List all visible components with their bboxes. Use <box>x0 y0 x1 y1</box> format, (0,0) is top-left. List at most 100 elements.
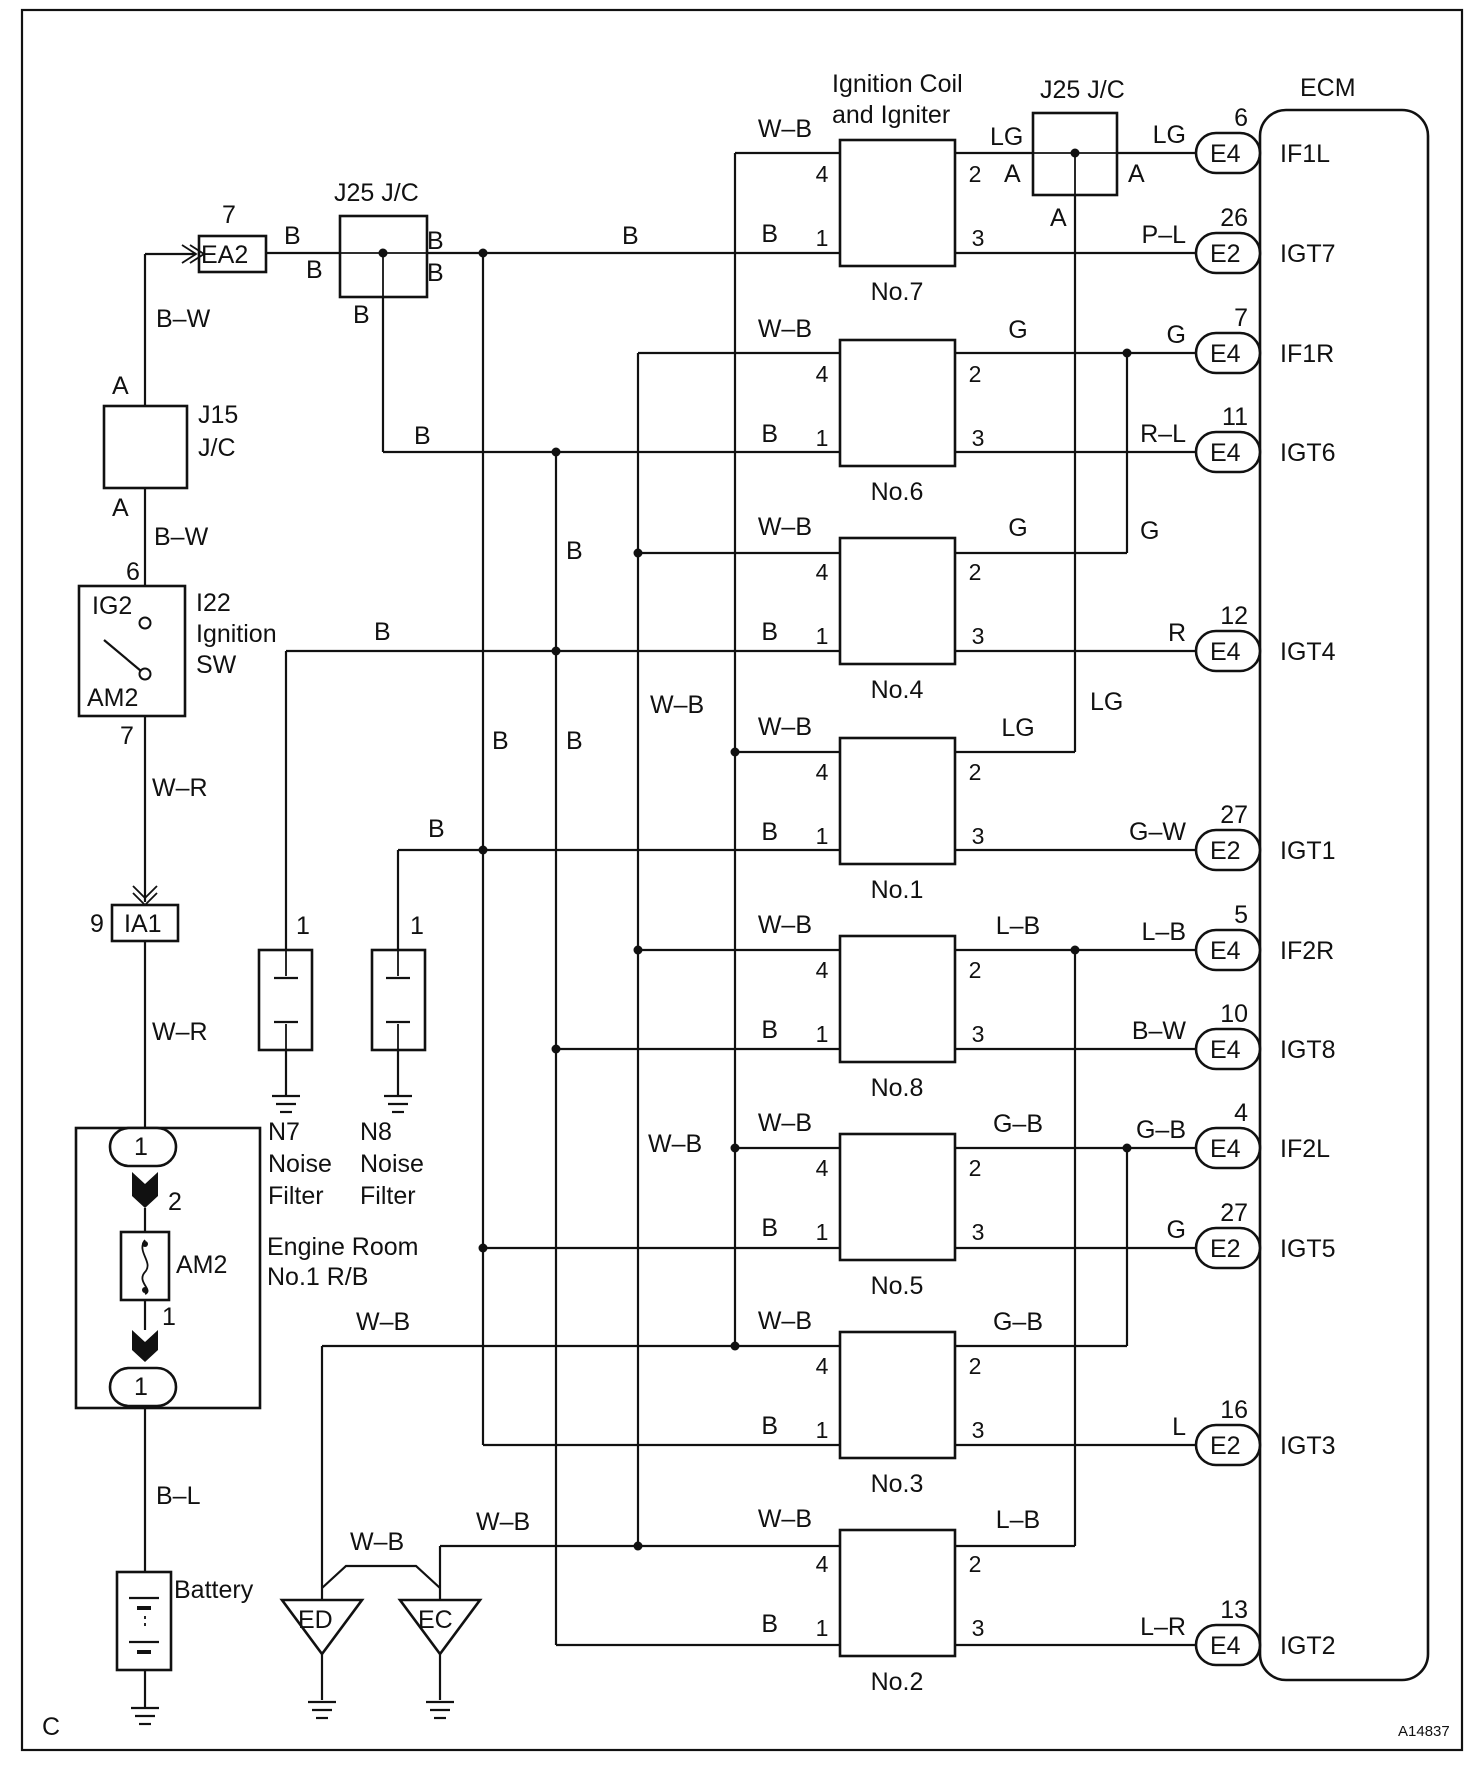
rb-fuse-label: AM2 <box>176 1251 227 1279</box>
ea2-connector: EA2 7 <box>145 201 268 274</box>
j25-top-pin-a-left: A <box>1004 160 1021 188</box>
j25-junction-left: J25 J/C B B B B <box>306 179 444 329</box>
coil-wire-1: B <box>761 1214 778 1242</box>
ecm-pin-name: IGT7 <box>1280 240 1336 268</box>
wire-wr-lower: W–R <box>152 1018 208 1046</box>
ecm-wire-color: P–L <box>1142 221 1187 249</box>
coil-pin-3: 3 <box>972 1417 985 1443</box>
ecm-pin-number: 4 <box>1234 1099 1248 1127</box>
rb-name-1: Engine Room <box>267 1233 418 1261</box>
coil-pin-4: 4 <box>816 957 829 983</box>
coil-pin-1: 1 <box>816 1021 829 1047</box>
noise-filter-n7: 1 N7 Noise Filter <box>257 912 332 1210</box>
ecm-wire-color: L <box>1172 1413 1186 1441</box>
wire-bw-lower: B–W <box>154 523 209 551</box>
ignition-switch-ig2: IG2 <box>92 592 132 620</box>
battery <box>115 1570 173 1672</box>
ignition-switch-am2: AM2 <box>87 684 138 712</box>
wire-labels: B–W B–W W–R W–R B–L B B B B B B B B W–B … <box>152 123 1159 1556</box>
coil-wire-4: W–B <box>758 1505 812 1533</box>
ecm-connector-id: E2 <box>1210 1235 1241 1263</box>
wire-b-trunk-3: B <box>566 727 583 755</box>
wire-b-j25-bottom: B <box>414 422 431 450</box>
ecm-pin-name: IGT2 <box>1280 1632 1336 1660</box>
ground-ec-label: EC <box>418 1606 453 1634</box>
ecm-pin-number: 16 <box>1220 1396 1248 1424</box>
rb-name-2: No.1 R/B <box>267 1263 368 1291</box>
n7-pin: 1 <box>296 912 310 940</box>
coil-pin-3: 3 <box>972 425 985 451</box>
ecm-connector-id: E4 <box>1210 937 1241 965</box>
coil-pin-2: 2 <box>969 759 982 785</box>
coil-wire-4: W–B <box>758 513 812 541</box>
rb-num-2: 2 <box>168 1188 182 1216</box>
rb-pin-bottom: 1 <box>134 1373 148 1401</box>
ecm-pin-number: 6 <box>1234 104 1248 132</box>
coil-wire-2: L–B <box>996 912 1040 940</box>
coil-wire-1: B <box>761 1412 778 1440</box>
ignition-coils: No.74123W–BBNo.64123W–BBGNo.44123W–BBGNo… <box>758 115 1043 1696</box>
wb-ground-wiring <box>320 151 840 1600</box>
ecm-title: ECM <box>1300 74 1356 102</box>
ecm-pin-number: 26 <box>1220 204 1248 232</box>
ecm-wire-color: B–W <box>1132 1017 1187 1045</box>
coil-pin-3: 3 <box>972 1219 985 1245</box>
ecm-pin-number: 5 <box>1234 901 1248 929</box>
ecm-connector-id: E4 <box>1210 140 1241 168</box>
coil-pin-1: 1 <box>816 1615 829 1641</box>
coil-name: No.7 <box>871 278 924 306</box>
coil-wire-2: G–B <box>993 1308 1043 1336</box>
battery-label: Battery <box>174 1576 254 1604</box>
coil-name: No.8 <box>871 1074 924 1102</box>
wire-bl: B–L <box>156 1482 201 1510</box>
j15-title-2: J/C <box>198 434 236 462</box>
coil-name: No.1 <box>871 876 924 904</box>
coil-wire-1: B <box>761 1016 778 1044</box>
ecm-wire-color: G–B <box>1136 1116 1186 1144</box>
ecm-connector-id: E4 <box>1210 1632 1241 1660</box>
ignition-switch-code: I22 <box>196 589 231 617</box>
coil-name: No.3 <box>871 1470 924 1498</box>
wire-lg-coil7: LG <box>990 123 1023 151</box>
coil-wire-1: B <box>761 1610 778 1638</box>
ecm-pin-number: 7 <box>1234 304 1248 332</box>
coil-pin-2: 2 <box>969 559 982 585</box>
coil-pin-4: 4 <box>816 1551 829 1577</box>
ecm-pin-number: 27 <box>1220 801 1248 829</box>
noise-filter-n8: 1 N8 Noise Filter <box>360 912 427 1210</box>
ecm-pin-name: IGT5 <box>1280 1235 1336 1263</box>
ecm-pin-number: 10 <box>1220 1000 1248 1028</box>
coil-pin-4: 4 <box>816 1353 829 1379</box>
ecm-wiring <box>955 151 1196 1647</box>
coil-pin-4: 4 <box>816 361 829 387</box>
wire-b-n7: B <box>374 618 391 646</box>
n8-name-1: Noise <box>360 1150 424 1178</box>
n7-code: N7 <box>268 1118 300 1146</box>
ecm-wire-color: G <box>1167 321 1186 349</box>
figure-id: A14837 <box>1398 1723 1450 1740</box>
ecm-connector-id: E2 <box>1210 240 1241 268</box>
n8-code: N8 <box>360 1118 392 1146</box>
coil-pin-3: 3 <box>972 1615 985 1641</box>
b-power-wiring <box>266 248 840 1647</box>
ecm-wire-color: G–W <box>1129 818 1186 846</box>
coil-pin-1: 1 <box>816 1417 829 1443</box>
coil-wire-2: G–B <box>993 1110 1043 1138</box>
power-path: A A J15 J/C IG2 AM2 6 7 I22 Ignition SW … <box>74 254 418 1726</box>
j15-pin-a-top: A <box>112 372 129 400</box>
diagram-frame <box>20 8 1464 1752</box>
j25-left-pin-b-right-bottom: B <box>427 259 444 287</box>
wire-bw-upper: B–W <box>156 305 211 333</box>
coil-pin-1: 1 <box>816 1219 829 1245</box>
coil-wire-2: G <box>1008 316 1027 344</box>
wire-b-n8: B <box>428 815 445 843</box>
ecm: ECM E46IF1LLGE226IGT7P–LE47IF1RGE411IGT6… <box>1129 74 1430 1682</box>
